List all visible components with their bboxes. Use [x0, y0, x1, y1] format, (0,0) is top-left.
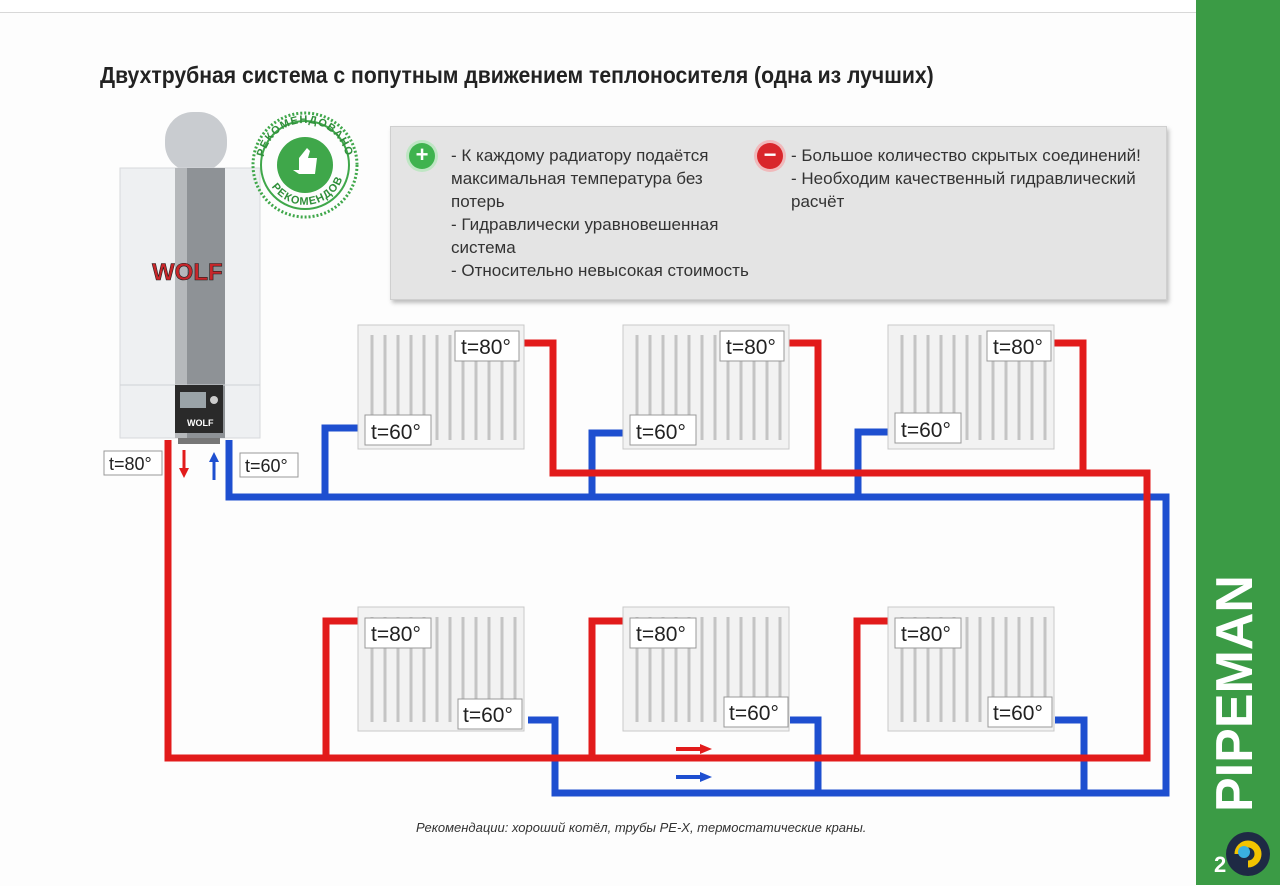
arrow-right-icon — [700, 772, 712, 782]
supply-main-pipe — [164, 339, 1151, 762]
radiator-supply-temp: t=80° — [726, 336, 776, 359]
page-title: Двухтрубная система с попутным движением… — [100, 62, 934, 88]
supply-pipes — [164, 339, 1151, 762]
arrow-up-icon — [209, 452, 219, 462]
minus-icon: − — [757, 143, 783, 169]
boiler-small-logo: WOLF — [187, 418, 214, 428]
supply-branch-pipe — [785, 339, 822, 473]
supply-branch-pipe — [322, 617, 360, 758]
radiator: t=80° t=60° — [622, 324, 790, 450]
cons-item: - Большое количество скрытых соединений! — [791, 146, 1141, 165]
radiator-supply-temp: t=80° — [371, 623, 421, 646]
pros-cons-box: + - К каждому радиатору подаётся максима… — [390, 126, 1167, 300]
return-branch-pipe — [588, 429, 625, 497]
cons-list: - Большое количество скрытых соединений!… — [791, 144, 1151, 213]
arrow-down-icon — [179, 468, 189, 478]
radiator: t=80° t=60° — [622, 606, 790, 732]
return-branch-pipe — [790, 716, 822, 793]
cons-item: - Необходим качественный гидравлический … — [791, 169, 1136, 211]
radiator-supply-temp: t=80° — [993, 336, 1043, 359]
boiler-flow-arrows — [179, 450, 219, 480]
radiator-return-temp: t=60° — [901, 419, 951, 442]
boiler: WOLF WOLF — [119, 112, 261, 444]
radiator-return-temp: t=60° — [636, 421, 686, 444]
radiator-return-temp: t=60° — [729, 702, 779, 725]
radiator-supply-temp: t=80° — [901, 623, 951, 646]
svg-text:t=80°: t=80° — [109, 454, 152, 474]
thumbs-up-icon — [293, 148, 317, 174]
pipeman-brand-text: PIPEMAN — [1206, 575, 1264, 812]
pros-item: - Гидравлически уравновешенная система — [451, 215, 719, 257]
arrow-right-icon — [700, 744, 712, 754]
pros-item: - Относительно невысокая стоимость — [451, 261, 749, 280]
boiler-brand-logo: WOLF — [152, 259, 223, 286]
recommendation-footnote: Рекомендации: хороший котёл, трубы PE-X,… — [416, 820, 867, 835]
pros-item: - К каждому радиатору подаётся максималь… — [451, 146, 709, 211]
radiator-return-temp: t=60° — [993, 702, 1043, 725]
pros-list: - К каждому радиатору подаётся максималь… — [451, 144, 761, 282]
radiator-return-temp: t=60° — [371, 421, 421, 444]
radiator-return-temp: t=60° — [463, 704, 513, 727]
return-branch-pipe — [854, 428, 889, 497]
radiator: t=80° t=60° — [887, 324, 1055, 450]
supply-branch-pipe — [588, 617, 624, 758]
return-branch-pipe — [321, 424, 360, 497]
radiator-supply-temp: t=80° — [461, 336, 511, 359]
heating-scheme-diagram: WOLF WOLF РЕКОМЕНДОВАНО РЕКОМЕНДОВАНО t=… — [0, 0, 1170, 797]
boiler-supply-label: t=80° — [103, 450, 163, 476]
side-brand-bar — [1196, 0, 1280, 885]
radiator: t=80° t=60° — [887, 606, 1055, 732]
return-main-pipe — [225, 440, 1170, 797]
radiator-supply-temp: t=80° — [636, 623, 686, 646]
brand-logo-icon — [1226, 832, 1270, 876]
radiator: t=80° t=60° — [357, 606, 525, 732]
supply-branch-pipe — [1052, 339, 1087, 473]
return-branch-pipe — [1055, 716, 1088, 793]
svg-text:t=60°: t=60° — [245, 456, 288, 476]
flow-direction-arrows — [676, 744, 712, 782]
plus-icon: + — [409, 143, 435, 169]
radiator: t=80° t=60° — [357, 324, 525, 450]
pipeman-brand: PIPEMAN — [1206, 575, 1264, 812]
supply-branch-pipe — [853, 617, 889, 758]
boiler-return-label: t=60° — [239, 452, 299, 478]
page-number: 2 — [1214, 852, 1227, 877]
